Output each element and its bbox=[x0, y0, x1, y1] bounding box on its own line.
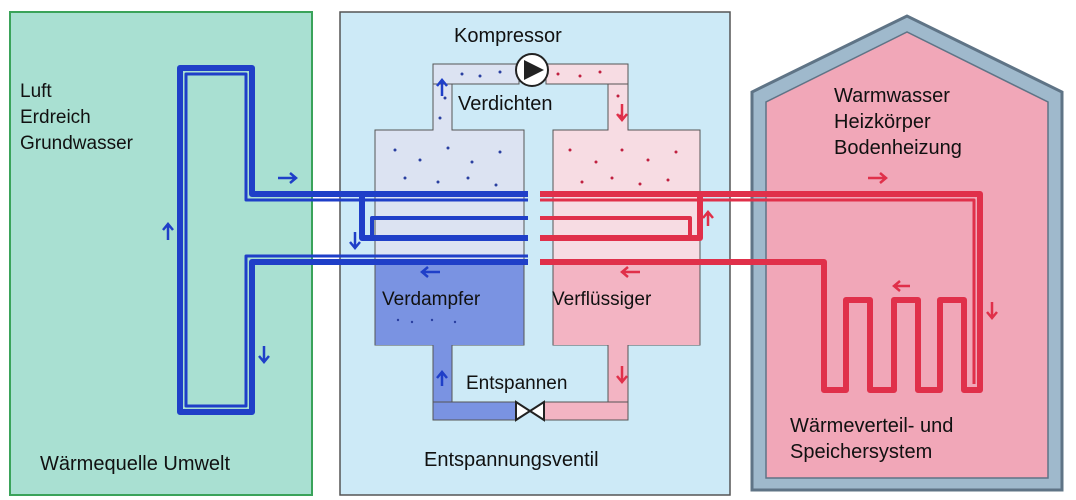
valve-label: Entspannungsventil bbox=[424, 449, 599, 471]
arrow-left-icon bbox=[620, 266, 640, 278]
expansion-valve-icon bbox=[515, 400, 545, 422]
suction-pipe bbox=[432, 63, 520, 85]
arrow-up-icon bbox=[436, 78, 448, 96]
evaporator-liquid bbox=[375, 262, 524, 345]
arrow-down-icon bbox=[616, 104, 628, 122]
sink-pipe-loop bbox=[540, 191, 983, 393]
source-panel bbox=[9, 11, 313, 496]
sink-title-line1: Wärmeverteil- und bbox=[790, 415, 954, 437]
compressor-icon bbox=[515, 53, 549, 87]
condenser-outlet-liquid bbox=[608, 345, 628, 420]
sink-item-floor-heating: Bodenheizung bbox=[834, 137, 962, 159]
arrow-up-icon bbox=[162, 222, 174, 240]
arrow-up-icon bbox=[702, 210, 714, 226]
vapor-dots-cold bbox=[393, 70, 502, 324]
arrow-up-icon bbox=[436, 370, 448, 386]
sink-item-radiator: Heizkörper bbox=[834, 111, 931, 133]
sink-title-line2: Speichersystem bbox=[790, 441, 933, 463]
arrow-down-icon bbox=[986, 302, 998, 320]
arrow-down-icon bbox=[258, 346, 270, 364]
arrow-left-icon bbox=[420, 266, 440, 278]
arrow-right-icon bbox=[868, 172, 888, 184]
sink-item-hot-water: Warmwasser bbox=[834, 85, 950, 107]
source-title: Wärmequelle Umwelt bbox=[40, 453, 231, 475]
compress-step-label: Verdichten bbox=[458, 93, 553, 115]
source-pipe-loop bbox=[177, 65, 528, 415]
arrow-left-icon bbox=[892, 280, 910, 292]
arrow-down-icon bbox=[616, 366, 628, 384]
flow-arrows bbox=[162, 78, 998, 386]
source-item-groundwater: Grundwasser bbox=[20, 133, 133, 154]
compressor-label: Kompressor bbox=[454, 25, 562, 47]
source-item-air: Luft bbox=[20, 81, 52, 102]
evaporator-inlet-pipe bbox=[432, 401, 518, 421]
condenser-outlet-pipe bbox=[542, 401, 629, 421]
arrow-down-icon bbox=[349, 232, 361, 250]
evaporator-label: Verdampfer bbox=[382, 289, 481, 310]
expand-step-label: Entspannen bbox=[466, 373, 568, 394]
arrow-right-icon bbox=[278, 172, 298, 184]
condenser-label: Verflüssiger bbox=[552, 289, 652, 310]
source-item-soil: Erdreich bbox=[20, 107, 91, 128]
